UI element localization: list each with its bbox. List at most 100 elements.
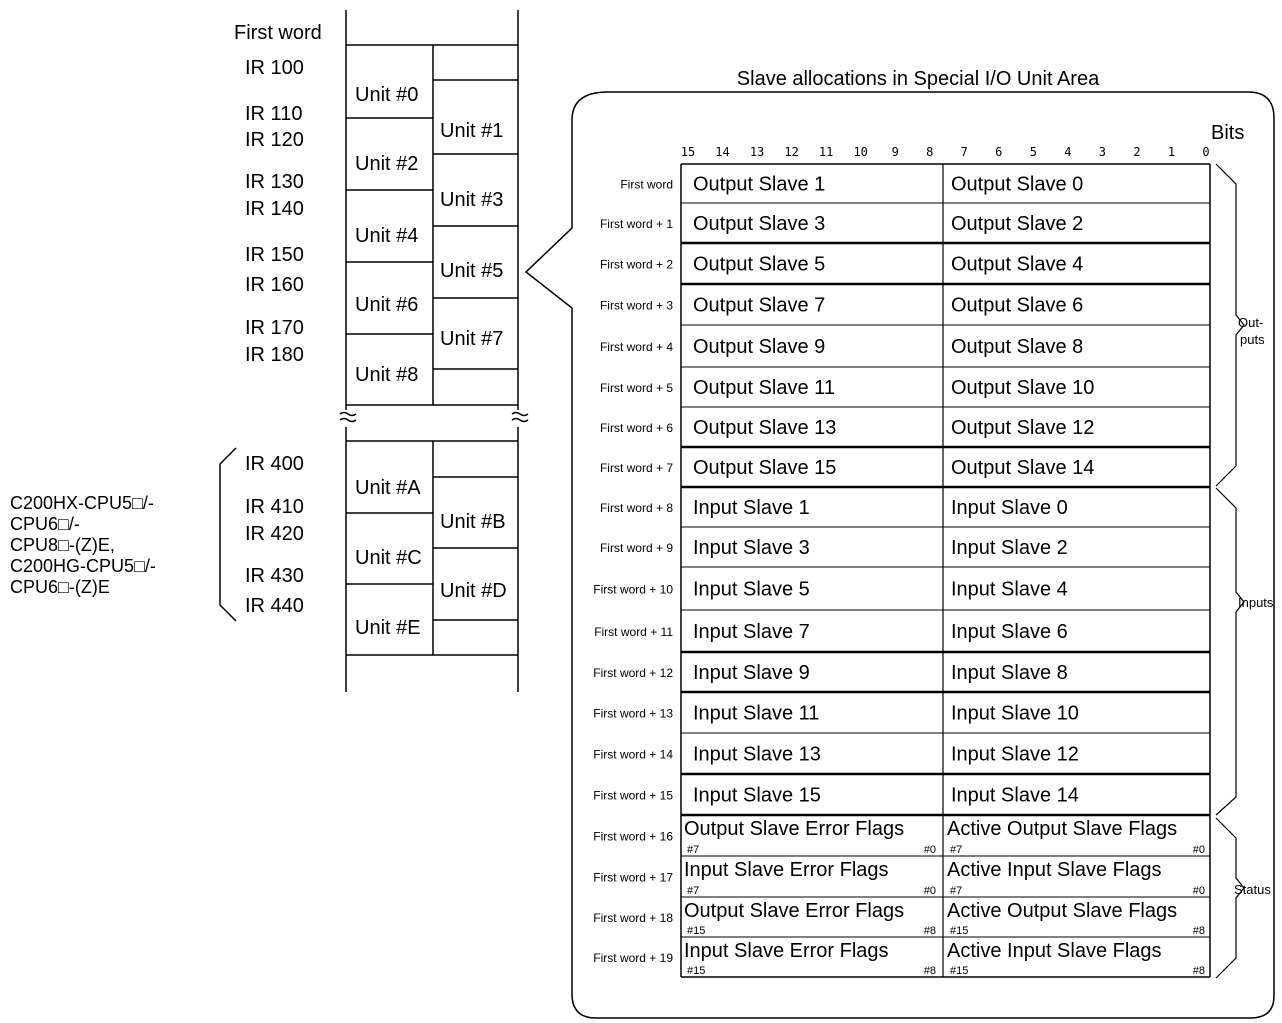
word-offset-label: First word + 3 bbox=[600, 299, 673, 313]
bit-number: 15 bbox=[681, 145, 695, 159]
high-byte-label: Input Slave 7 bbox=[693, 621, 810, 643]
word-offset-label: First word + 5 bbox=[600, 381, 673, 395]
low-byte-label: Active Output Slave Flags bbox=[947, 900, 1177, 922]
bit-number: 0 bbox=[1202, 145, 1209, 159]
word-offset-label: First word + 14 bbox=[593, 748, 673, 762]
low-byte-label: Input Slave 6 bbox=[951, 621, 1068, 643]
flag-range-end: #0 bbox=[1193, 885, 1205, 897]
callout-frame bbox=[524, 91, 1275, 1019]
cpu-note-line: CPU6□-(Z)E bbox=[10, 577, 110, 597]
memory-map bbox=[219, 10, 529, 692]
bit-number: 9 bbox=[892, 145, 899, 159]
low-byte-label: Output Slave 8 bbox=[951, 336, 1083, 358]
flag-range-start: #15 bbox=[687, 925, 705, 937]
word-offset-label: First word + 8 bbox=[600, 501, 673, 515]
ir-label: IR 130 bbox=[245, 171, 304, 193]
flag-range-end: #0 bbox=[924, 885, 936, 897]
word-offset-label: First word + 9 bbox=[600, 541, 673, 555]
bit-number: 2 bbox=[1133, 145, 1140, 159]
high-byte-label: Input Slave Error Flags bbox=[684, 940, 889, 962]
low-byte-label: Input Slave 12 bbox=[951, 744, 1079, 766]
outputs-label: Out- bbox=[1238, 315, 1263, 330]
flag-range-start: #7 bbox=[687, 844, 699, 856]
ir-label: IR 150 bbox=[245, 244, 304, 266]
flag-range-start: #15 bbox=[950, 965, 968, 977]
bit-number: 10 bbox=[853, 145, 867, 159]
unit-label: Unit #E bbox=[355, 617, 421, 639]
low-byte-label: Input Slave 8 bbox=[951, 662, 1068, 684]
ir-label: IR 160 bbox=[245, 274, 304, 296]
low-byte-label: Output Slave 6 bbox=[951, 295, 1083, 317]
low-byte-label: Input Slave 2 bbox=[951, 537, 1068, 559]
word-offset-label: First word + 15 bbox=[593, 789, 673, 803]
high-byte-label: Input Slave 5 bbox=[693, 579, 810, 601]
bit-number: 7 bbox=[961, 145, 968, 159]
low-byte-label: Active Input Slave Flags bbox=[947, 859, 1162, 881]
low-byte-label: Active Input Slave Flags bbox=[947, 940, 1162, 962]
low-byte-label: Output Slave 14 bbox=[951, 457, 1094, 479]
word-row: First word + 11 Input Slave 7 Input Slave … bbox=[594, 621, 1068, 643]
word-offset-label: First word + 6 bbox=[600, 421, 673, 435]
high-byte-label: Output Slave Error Flags bbox=[684, 900, 904, 922]
flag-range-start: #7 bbox=[950, 844, 962, 856]
ir-label: IR 410 bbox=[245, 496, 304, 518]
word-offset-label: First word + 13 bbox=[593, 707, 673, 721]
low-byte-label: Input Slave 14 bbox=[951, 785, 1079, 807]
unit-label: Unit #8 bbox=[355, 364, 418, 386]
high-byte-label: Input Slave 1 bbox=[693, 497, 810, 519]
unit-label: Unit #1 bbox=[440, 120, 503, 142]
ir-label: IR 400 bbox=[245, 453, 304, 475]
unit-label: Unit #B bbox=[440, 511, 506, 533]
high-byte-label: Input Slave 11 bbox=[693, 703, 819, 725]
low-byte-label: Output Slave 2 bbox=[951, 213, 1083, 235]
word-table bbox=[680, 163, 1211, 978]
unit-label: Unit #0 bbox=[355, 84, 418, 106]
word-offset-label: First word + 16 bbox=[593, 830, 673, 844]
word-offset-label: First word + 10 bbox=[593, 583, 673, 597]
high-byte-label: Output Slave 13 bbox=[693, 417, 836, 439]
high-byte-label: Input Slave Error Flags bbox=[684, 859, 889, 881]
ir-label: IR 110 bbox=[245, 103, 302, 125]
unit-label: Unit #D bbox=[440, 580, 507, 602]
bit-number: 1 bbox=[1168, 145, 1175, 159]
word-offset-label: First word + 4 bbox=[600, 340, 673, 354]
high-byte-label: Output Slave 5 bbox=[693, 254, 825, 276]
flag-range-end: #8 bbox=[924, 965, 936, 977]
ir-label: IR 170 bbox=[245, 317, 304, 339]
word-offset-label: First word + 11 bbox=[594, 625, 673, 639]
word-row: First word + 14 Input Slave 13 Input Slave… bbox=[593, 744, 1079, 766]
high-byte-label: Output Slave 9 bbox=[693, 336, 825, 358]
unit-label: Unit #6 bbox=[355, 294, 418, 316]
flag-range-end: #0 bbox=[1193, 844, 1205, 856]
high-byte-label: Output Slave 15 bbox=[693, 457, 836, 479]
ir-labels: First word IR 100 IR 110 IR 120 IR 130 I… bbox=[234, 22, 322, 617]
inputs-label: Inputs bbox=[1238, 595, 1274, 610]
ir-label: IR 140 bbox=[245, 198, 304, 220]
bit-number: 5 bbox=[1030, 145, 1037, 159]
flag-range-start: #15 bbox=[687, 965, 705, 977]
cpu-note: C200HX-CPU5□/- CPU6□/- CPU8□-(Z)E, C200H… bbox=[10, 493, 156, 597]
group-braces bbox=[1215, 163, 1245, 979]
word-offset-label: First word + 17 bbox=[593, 871, 673, 885]
flag-range-end: #8 bbox=[924, 925, 936, 937]
low-byte-label: Active Output Slave Flags bbox=[947, 818, 1177, 840]
ir-label: IR 120 bbox=[245, 129, 304, 151]
high-byte-label: Input Slave 13 bbox=[693, 744, 821, 766]
bit-number: 3 bbox=[1099, 145, 1106, 159]
bits-label: Bits bbox=[1211, 122, 1244, 144]
flag-range-start: #15 bbox=[950, 925, 968, 937]
unit-label: Unit #7 bbox=[440, 328, 503, 350]
bit-number: 4 bbox=[1064, 145, 1071, 159]
